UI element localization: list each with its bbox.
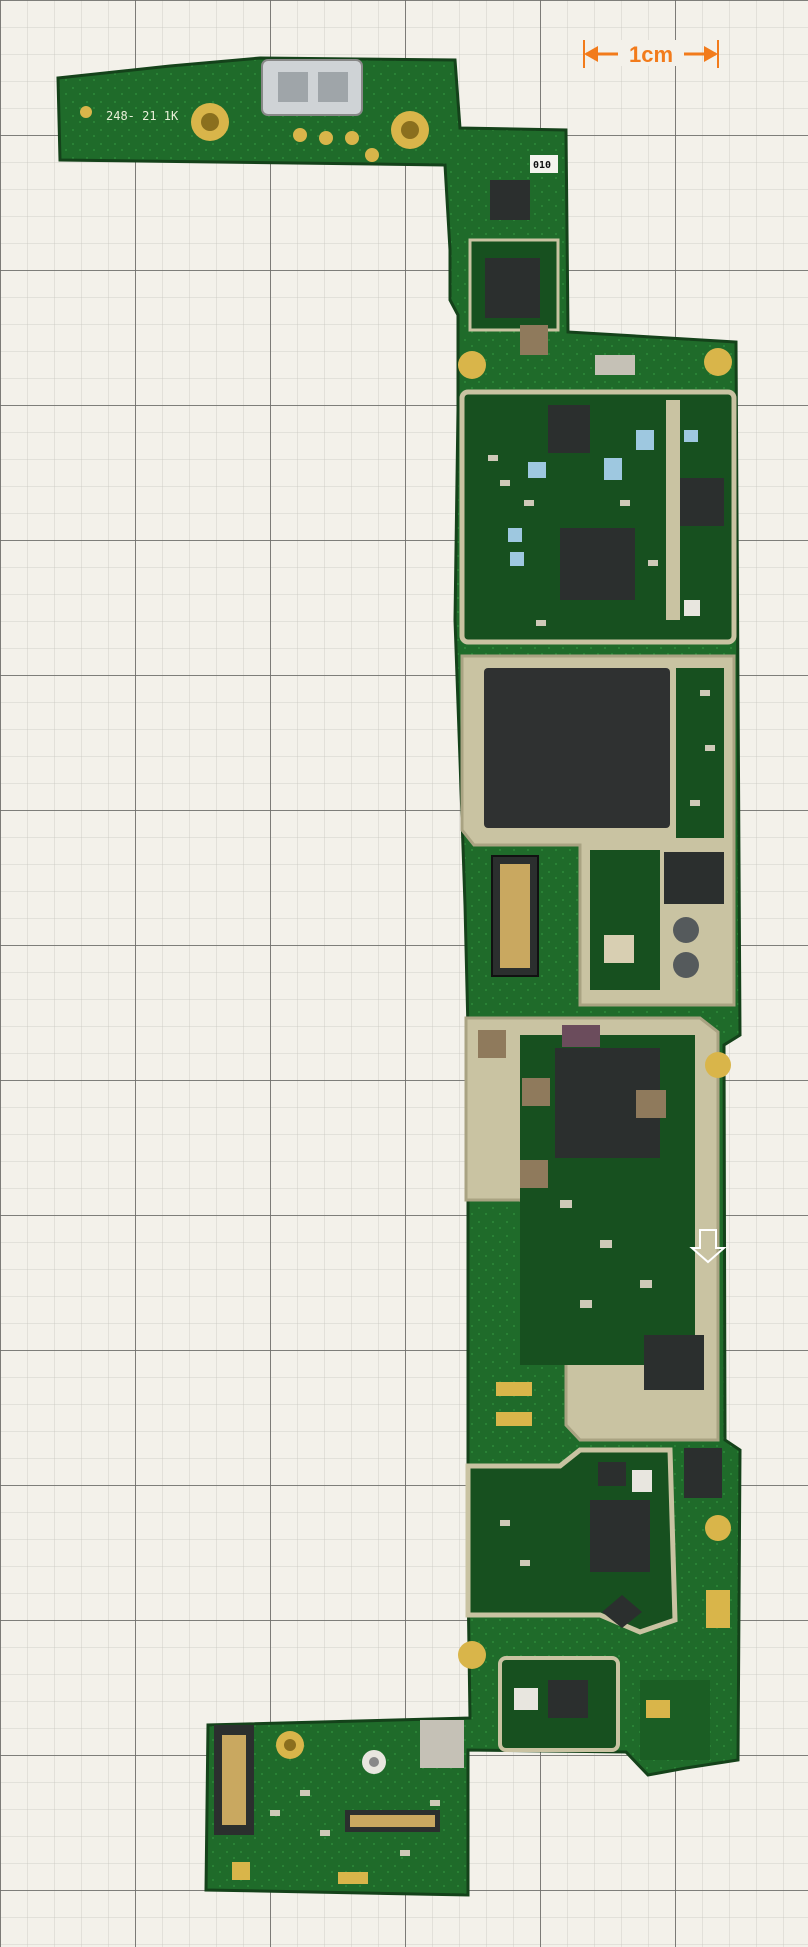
component-tag: 010	[533, 160, 551, 171]
usb-port-area: 248- 21 1K 010	[80, 59, 558, 173]
bottom-tab	[214, 1720, 464, 1884]
scale-bar: 1cm	[583, 40, 719, 68]
silkscreen-label: 248- 21 1K	[106, 109, 179, 123]
scale-bar-label: 1cm	[629, 42, 673, 67]
bottom-shield	[498, 1656, 710, 1760]
shield-can-3	[464, 1016, 731, 1442]
passive-components	[270, 455, 715, 1856]
shield-can-1	[459, 389, 737, 645]
shield-can-4	[458, 1447, 731, 1669]
upper-chip-area	[458, 180, 732, 379]
flex-connector	[491, 855, 539, 977]
shield-can-2	[460, 654, 736, 1007]
